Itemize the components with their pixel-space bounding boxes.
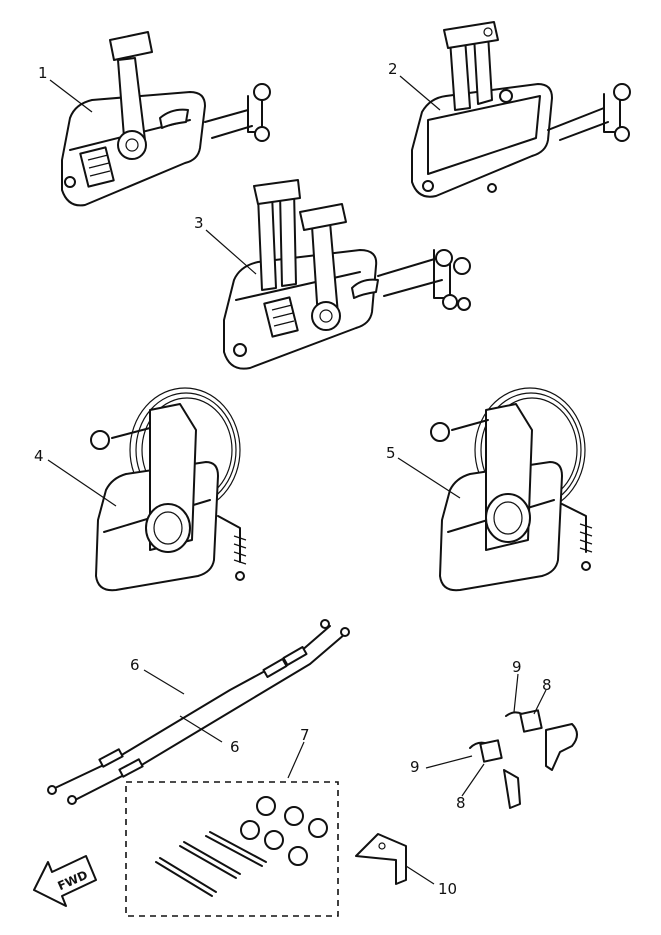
callout-8-upper: 8 (542, 676, 552, 694)
callout-5: 5 (386, 444, 396, 462)
callout-10: 10 (438, 880, 457, 898)
part-3-remote-control-box (223, 179, 471, 370)
fwd-arrow-icon: FWD (33, 855, 97, 907)
part-8-9-cable-ends (469, 709, 578, 809)
callout-2: 2 (388, 60, 398, 78)
callout-9-upper: 9 (512, 658, 522, 676)
part-10-bracket (355, 833, 407, 885)
callout-6-upper: 6 (130, 656, 140, 674)
callout-labels: 1 2 3 4 5 6 6 7 8 8 9 9 10 (34, 60, 552, 898)
part-1-remote-control-box (61, 31, 271, 207)
part-6-control-cables (47, 619, 350, 805)
callout-3: 3 (194, 214, 204, 232)
callout-8-lower: 8 (456, 794, 466, 812)
callout-4: 4 (34, 447, 44, 465)
part-5-side-mount-control (430, 387, 593, 592)
callout-7: 7 (300, 726, 310, 744)
callout-leaders (47, 75, 547, 885)
callout-9-lower: 9 (410, 758, 420, 776)
part-7-fitting-kit (125, 781, 339, 917)
callout-1: 1 (38, 64, 48, 82)
part-2-remote-control-box (411, 21, 631, 198)
part-4-side-mount-control (90, 387, 247, 592)
callout-6-lower: 6 (230, 738, 240, 756)
